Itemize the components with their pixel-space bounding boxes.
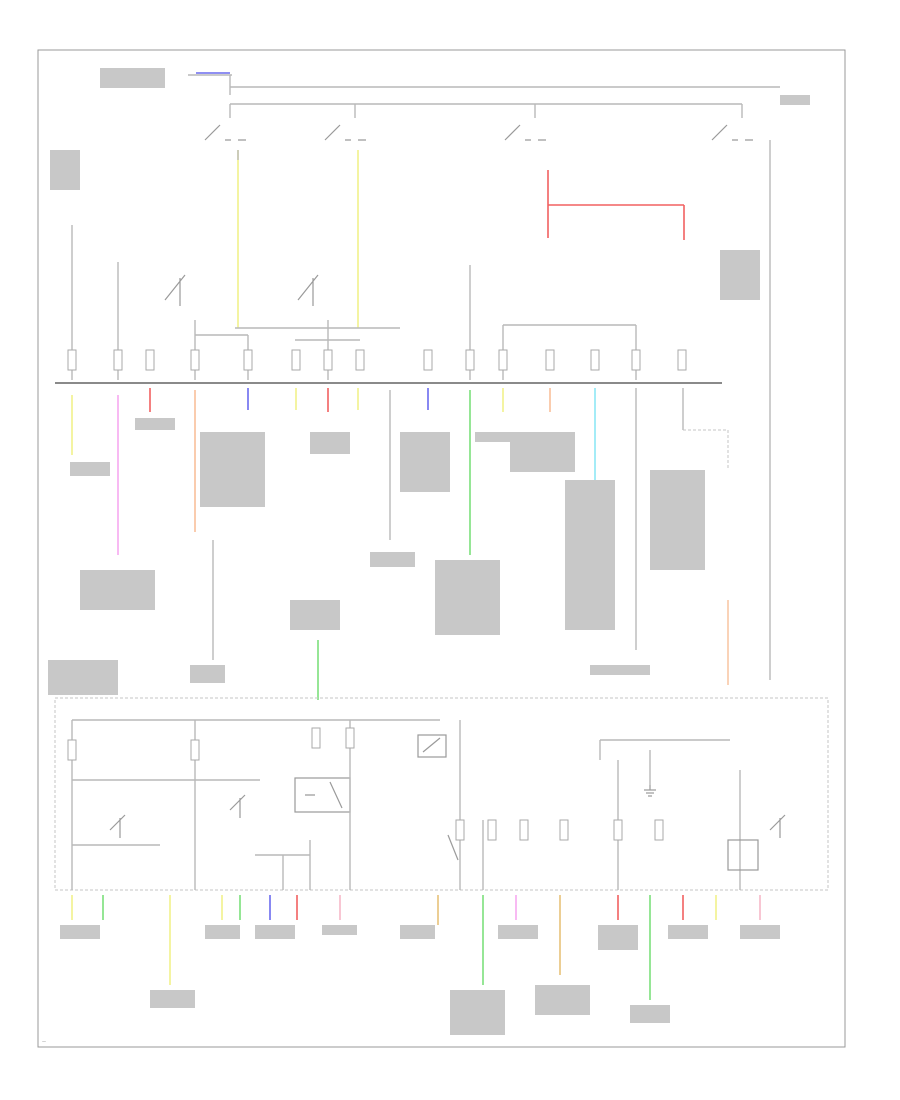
bus-drop-wires: [71, 388, 729, 700]
ground-icon: [644, 785, 656, 797]
diagram-frame: [37, 49, 846, 1048]
bottom-drop-wires: [71, 895, 761, 1000]
relay-switch-icon: [204, 124, 753, 141]
relay-feed-lines: [235, 140, 771, 680]
lower-block-wiring: [71, 719, 786, 890]
footer-label: —: [42, 1039, 46, 1044]
fuse-icon: [67, 727, 664, 841]
top-feed: [188, 72, 780, 118]
bottom-component-label-blocks: [60, 925, 780, 1035]
component-label-blocks: [48, 68, 810, 695]
fuse-icon: [67, 349, 687, 371]
lower-fuse-block: [54, 697, 829, 891]
